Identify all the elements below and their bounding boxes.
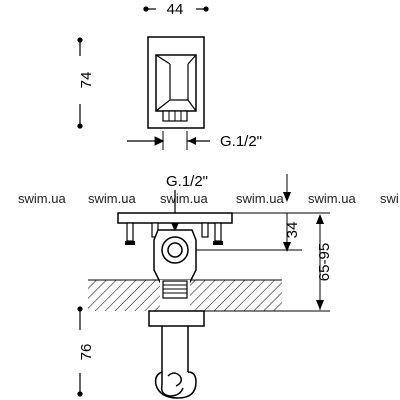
depth-dimension: 34 <box>196 213 302 252</box>
bottom-height-label: 76 <box>78 344 95 361</box>
outlet-flange <box>148 310 205 327</box>
side-view: G.1/2" 34 <box>77 173 333 399</box>
depth-dimension-label: 34 <box>284 222 301 239</box>
height-dimension: 74 <box>77 37 95 129</box>
watermark-2: swim.ua <box>88 191 136 206</box>
range-dimension-label: 65-95 <box>316 243 333 281</box>
thread-label-top: G.1/2" <box>220 133 262 150</box>
watermark-6: swi <box>380 191 399 206</box>
shower-holder <box>154 326 197 399</box>
mounting-studs <box>125 222 223 245</box>
inlet-bore <box>167 242 183 258</box>
mounting-plate <box>117 212 233 224</box>
bottom-height-dimension: 76 <box>77 306 95 397</box>
thread-dimension-top: G.1/2" <box>127 131 262 150</box>
thread-label-mid: G.1/2" <box>166 173 208 190</box>
watermark-1: swim.ua <box>18 191 66 206</box>
watermark-3: swim.ua <box>160 191 208 206</box>
watermark-5: swim.ua <box>308 191 356 206</box>
top-view: 44 74 G.1/2" <box>77 1 262 150</box>
watermark-row: swim.ua swim.ua swim.ua swim.ua swim.ua … <box>18 191 399 206</box>
width-dimension: 44 <box>143 1 209 18</box>
width-dimension-label: 44 <box>167 1 184 18</box>
pipe-thread <box>162 280 188 299</box>
watermark-4: swim.ua <box>236 191 284 206</box>
height-dimension-label: 74 <box>78 72 95 89</box>
